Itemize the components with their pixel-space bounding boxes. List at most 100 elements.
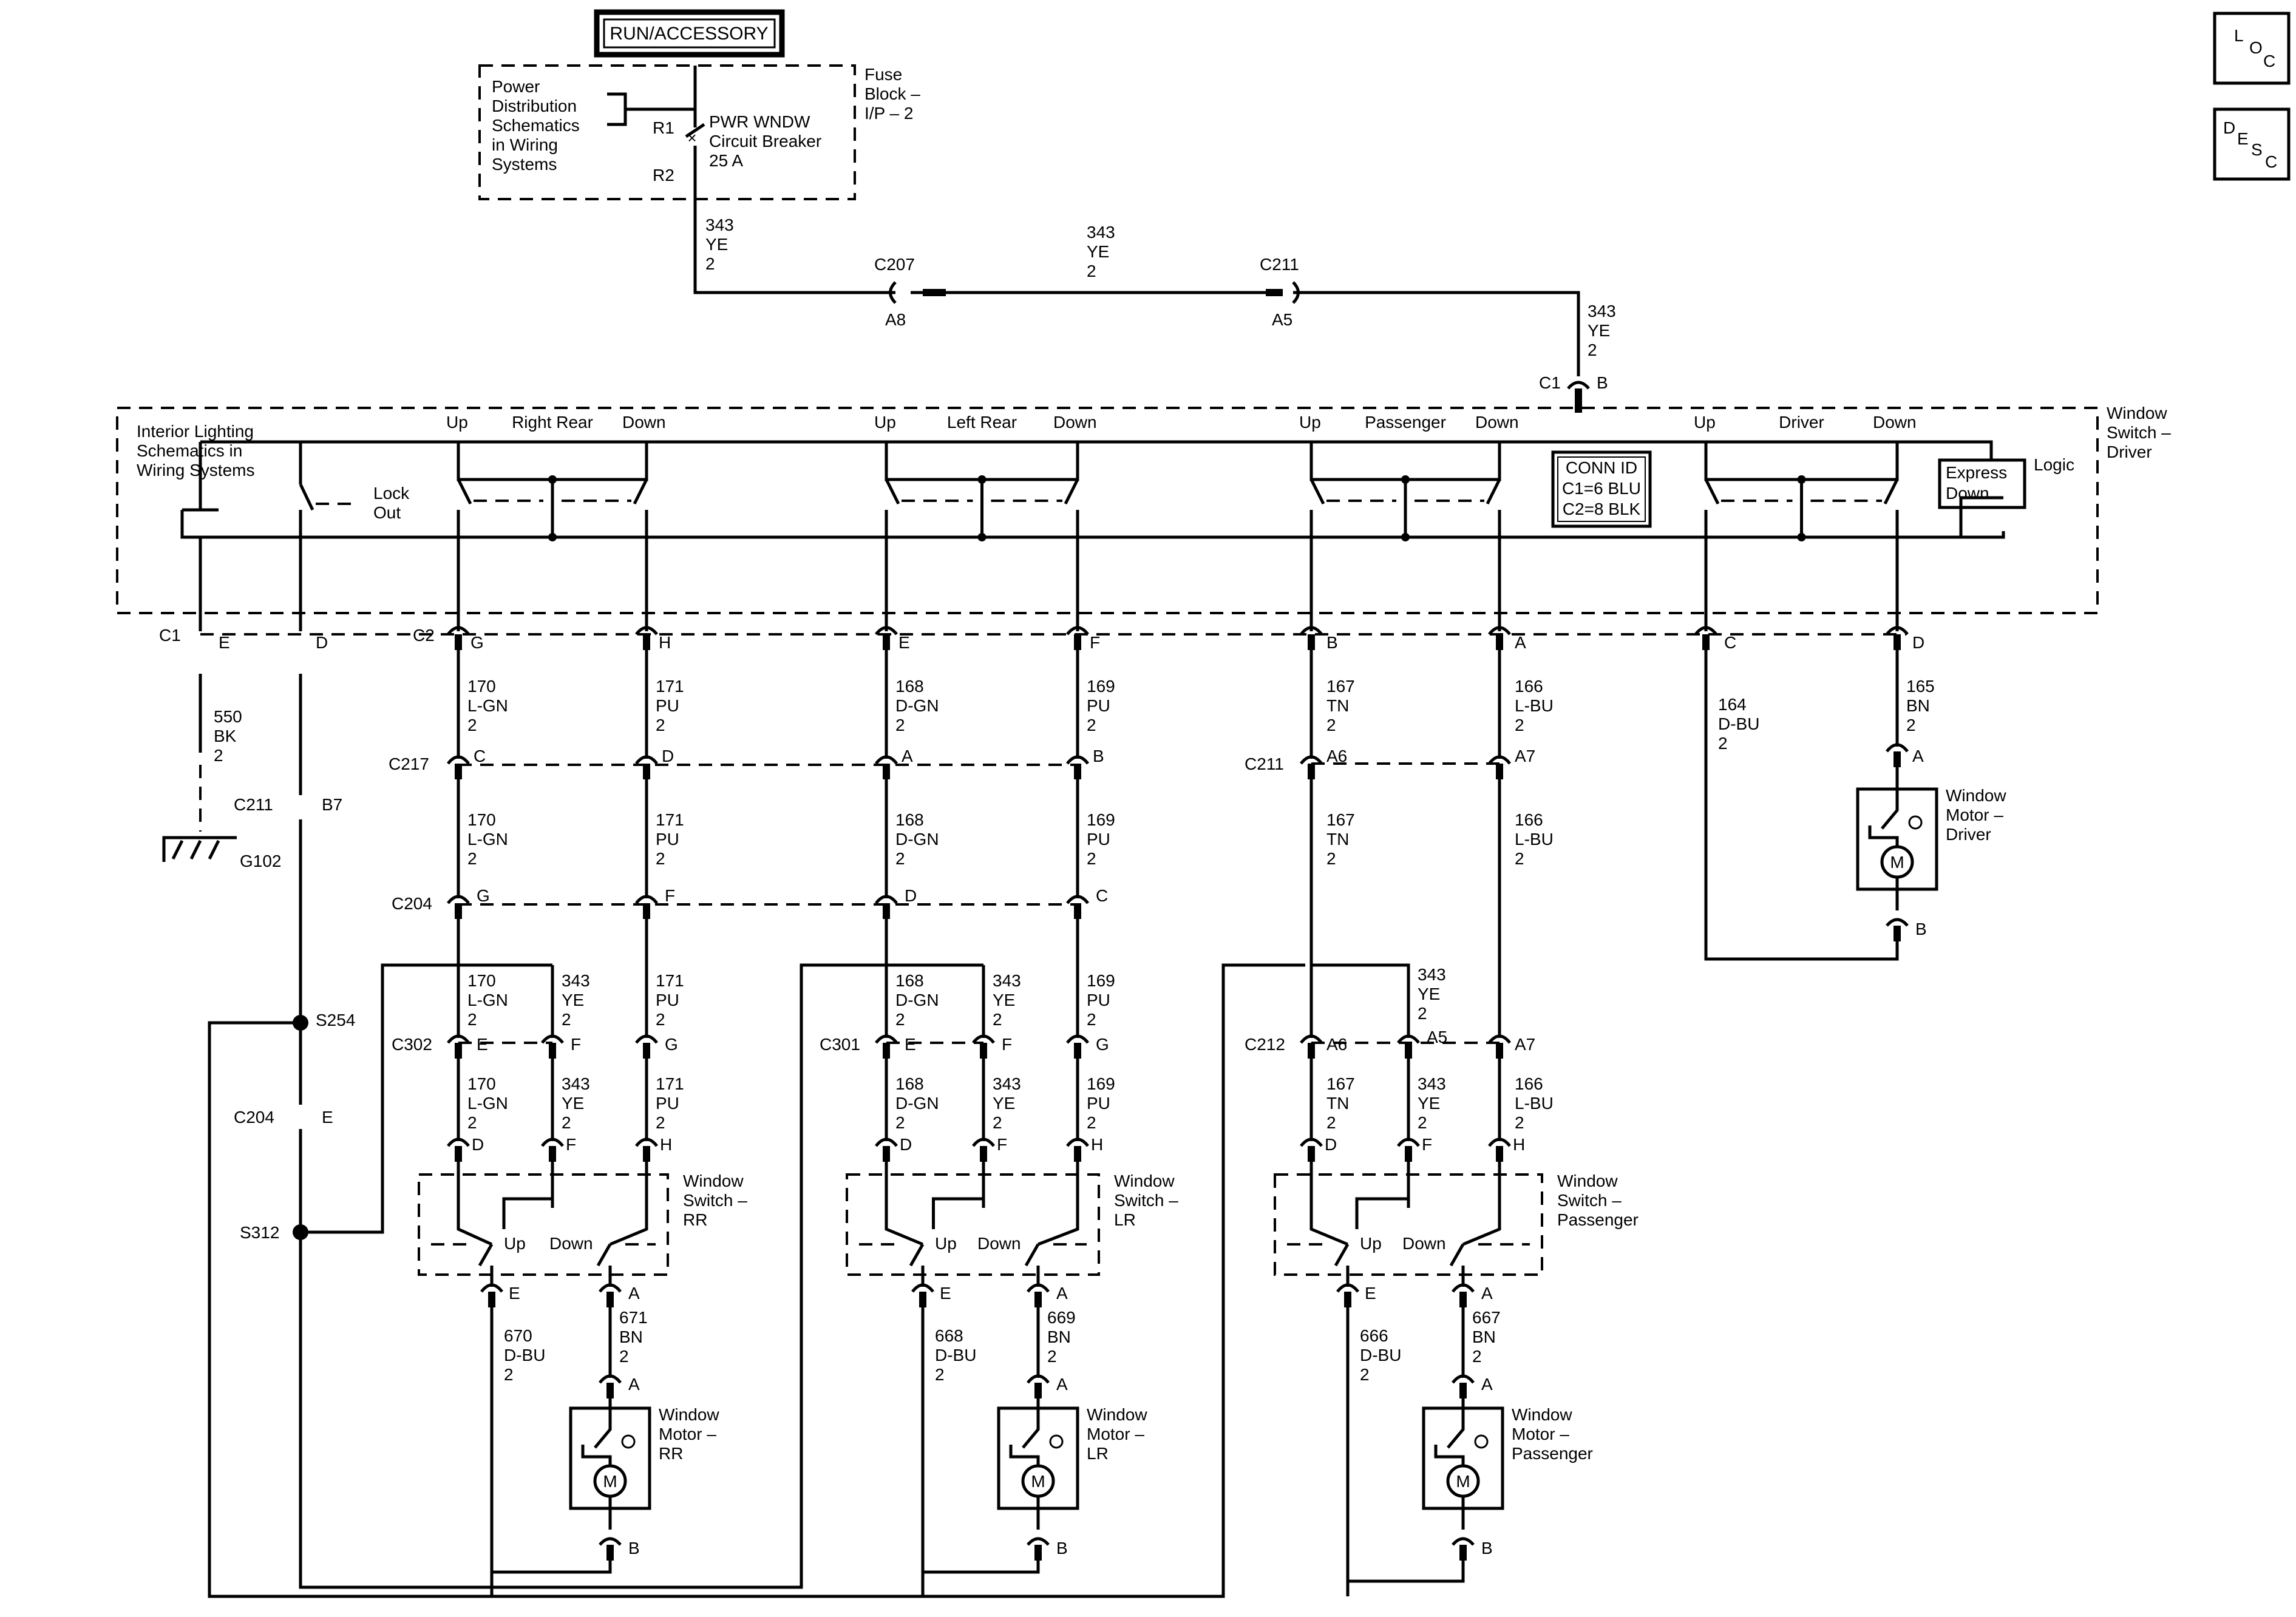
pin-label: C xyxy=(474,747,486,765)
wire-label: 2 xyxy=(1418,1113,1427,1132)
motor-label: RR xyxy=(659,1444,683,1463)
run-accessory-title: RUN/ACCESSORY xyxy=(610,24,768,44)
svg-text:2: 2 xyxy=(705,254,715,273)
c212-pin xyxy=(1397,1034,1420,1059)
wire-label: D-GN xyxy=(895,696,939,715)
wire-label: 2 xyxy=(656,1010,665,1029)
pin-label: F xyxy=(566,1135,576,1154)
feed-343-column: S254 S312 C211 B7 C204 E xyxy=(208,537,1305,1598)
svg-text:E: E xyxy=(2237,129,2249,148)
pin-label: D xyxy=(1325,1135,1337,1154)
down-label: Down xyxy=(622,413,666,432)
down-label: Down xyxy=(1873,413,1917,432)
c30x-pin xyxy=(541,1034,564,1059)
c1-c2-connectors: C1 C2 xyxy=(159,626,1906,645)
svg-text:L: L xyxy=(2234,26,2244,45)
svg-text:Schematics in: Schematics in xyxy=(137,441,242,460)
wire-label: 2 xyxy=(895,849,905,868)
motor-symbol: M xyxy=(603,1472,617,1491)
svg-text:×: × xyxy=(687,129,696,147)
c217-pin xyxy=(635,755,658,779)
switch-label: Window xyxy=(1114,1171,1175,1190)
wire-label: 171 xyxy=(656,1074,684,1093)
pin-label: G xyxy=(665,1035,678,1054)
desc-badge[interactable]: D E S C xyxy=(2213,107,2291,181)
wire-label: 2 xyxy=(467,1010,477,1029)
express-down-logic: Express Down Logic xyxy=(1938,455,2074,509)
group-name: Driver xyxy=(1779,413,1824,432)
c211-label: C211 xyxy=(1260,255,1299,274)
wire-label: 169 xyxy=(1087,810,1115,829)
wire-label: 169 xyxy=(1087,1074,1115,1093)
wire-label: PU xyxy=(1087,991,1110,1009)
wire-label: 2 xyxy=(1087,849,1096,868)
run-accessory-box: RUN/ACCESSORY xyxy=(594,9,785,58)
svg-text:Circuit Breaker: Circuit Breaker xyxy=(709,132,821,151)
motor-label: Driver xyxy=(1946,825,1991,844)
pin-label: G xyxy=(470,633,484,652)
wire-label: 2 xyxy=(619,1347,629,1366)
wire-label: YE xyxy=(993,1094,1015,1113)
c2-pin xyxy=(447,626,470,650)
wire-label: 671 xyxy=(619,1308,648,1327)
up-label: Up xyxy=(874,413,896,432)
switch-pin-a xyxy=(1027,1283,1050,1307)
wire-label: L-GN xyxy=(467,991,508,1009)
wire-label: 2 xyxy=(467,1113,477,1132)
switch-pin xyxy=(972,1137,995,1162)
svg-text:Logic: Logic xyxy=(2034,455,2074,474)
pin-label: H xyxy=(1091,1135,1103,1154)
motor-label: Passenger xyxy=(1512,1444,1593,1463)
c217-pin xyxy=(1066,755,1089,779)
wire-label: L-BU xyxy=(1515,830,1554,849)
pin-label: D xyxy=(472,1135,484,1154)
pin-label: A xyxy=(1481,1375,1493,1394)
switch-pin xyxy=(1066,1137,1089,1162)
pin-label: A7 xyxy=(1515,1035,1535,1054)
pin-label: D xyxy=(1912,633,1924,652)
wire-label: 168 xyxy=(895,677,924,696)
svg-text:B: B xyxy=(1597,373,1608,392)
up-label: Up xyxy=(446,413,468,432)
wire-label: YE xyxy=(993,991,1015,1009)
wire-label: 167 xyxy=(1326,810,1355,829)
svg-text:Schematics: Schematics xyxy=(492,116,580,135)
motor-pin-a xyxy=(1027,1374,1050,1398)
wire-label: 2 xyxy=(895,1113,905,1132)
pin-label: E xyxy=(477,1035,488,1054)
down-label: Down xyxy=(1402,1234,1446,1253)
c204-pin xyxy=(635,895,658,919)
wire-label: 171 xyxy=(656,677,684,696)
pin-label: G xyxy=(477,886,490,905)
pin-label: D xyxy=(905,886,917,905)
wire-label: 168 xyxy=(895,810,924,829)
svg-text:Wiring Systems: Wiring Systems xyxy=(137,461,254,480)
wire-label: 2 xyxy=(1087,1113,1096,1132)
switch-pin xyxy=(1488,1137,1511,1162)
svg-text:Out: Out xyxy=(373,503,401,522)
wire-label: PU xyxy=(656,830,679,849)
motor-label: Motor – xyxy=(1087,1425,1144,1443)
switch-label: Window xyxy=(683,1171,744,1190)
wire-label: 164 xyxy=(1718,695,1747,714)
svg-text:2: 2 xyxy=(214,746,223,765)
wire-label: 669 xyxy=(1047,1308,1076,1327)
svg-text:C2=8 BLK: C2=8 BLK xyxy=(1563,500,1641,518)
c1-pin xyxy=(1694,626,1717,650)
switch-pin-e xyxy=(1336,1283,1359,1307)
wire-label: 343 xyxy=(993,971,1021,990)
wire-label: 2 xyxy=(656,849,665,868)
wire-label: 2 xyxy=(1472,1347,1482,1366)
wire-label: 667 xyxy=(1472,1308,1501,1327)
loc-badge[interactable]: L O C xyxy=(2213,12,2291,85)
svg-text:2: 2 xyxy=(1087,262,1096,280)
wire-label: D-BU xyxy=(1718,714,1759,733)
down-label: Down xyxy=(1475,413,1519,432)
